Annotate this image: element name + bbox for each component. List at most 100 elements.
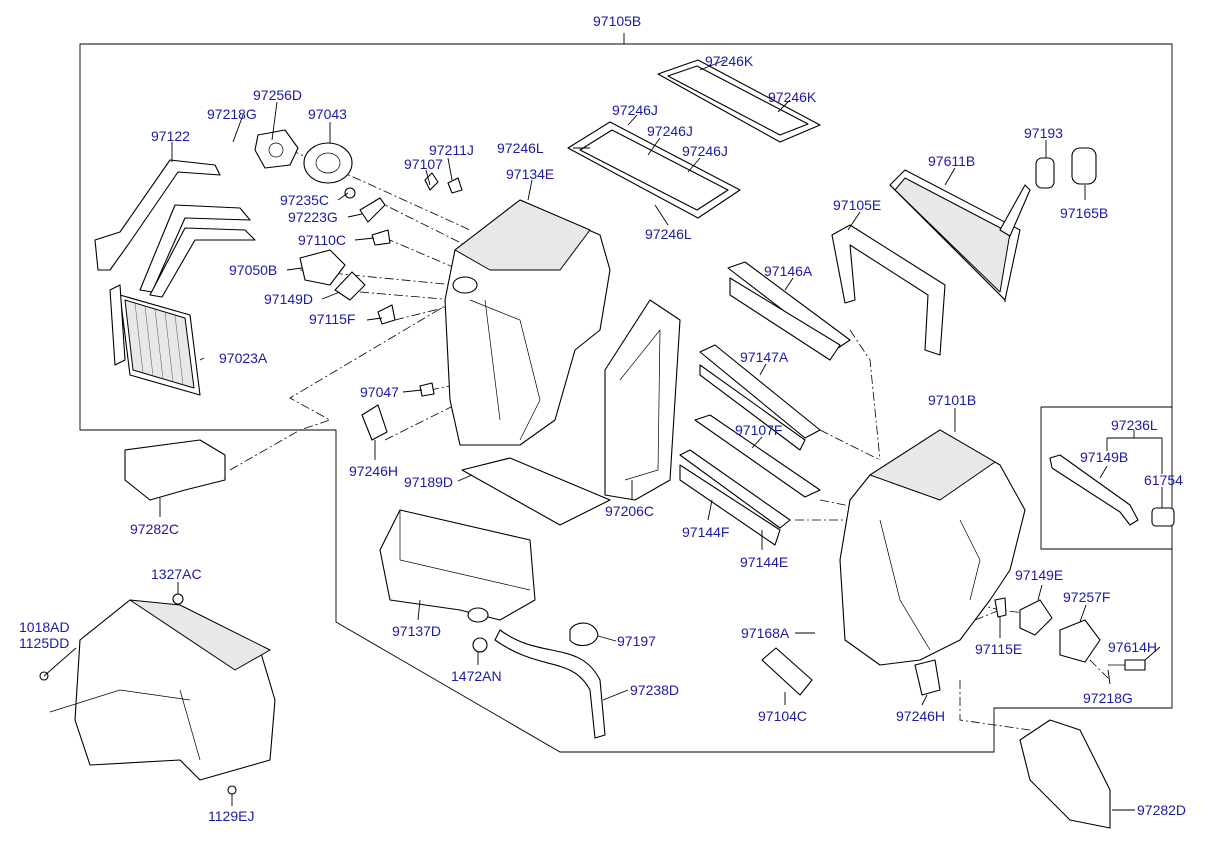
door-97147a-art [699,344,821,439]
label-97105B[interactable]: 97105B [593,13,641,29]
label-61754[interactable]: 61754 [1144,472,1183,488]
label-97115F[interactable]: 97115F [309,311,355,327]
seal-97246h-left-art [361,404,388,441]
label-97246J-2[interactable]: 97246J [647,123,693,139]
label-97149D[interactable]: 97149D [264,291,313,307]
label-97246K-top[interactable]: 97246K [705,53,754,69]
label-1327AC[interactable]: 1327AC [151,566,202,582]
label-97144F[interactable]: 97144F [682,524,729,540]
seal-97104c-art [761,647,813,696]
leader-lines [43,59,1163,811]
label-97115E[interactable]: 97115E [975,641,1022,657]
label-97246J-3[interactable]: 97246J [682,143,728,159]
label-97137D[interactable]: 97137D [392,623,441,639]
label-97246J-1[interactable]: 97246J [612,102,658,118]
label-97134E[interactable]: 97134E [506,166,554,182]
label-97211J[interactable]: 97211J [429,142,474,158]
label-97611B[interactable]: 97611B [928,153,975,169]
cap-97197-art [569,622,599,646]
tray-97189d-art [461,457,611,526]
label-97122[interactable]: 97122 [151,128,190,144]
label-97282C[interactable]: 97282C [130,521,179,537]
label-97614H[interactable]: 97614H [1108,639,1157,655]
clip-97211j-art [447,177,463,194]
label-97238D[interactable]: 97238D [630,682,679,698]
label-97107[interactable]: 97107 [404,156,443,172]
clip-97235c-art [344,187,356,199]
label-97246H-left[interactable]: 97246H [349,463,398,479]
label-1472AN[interactable]: 1472AN [451,668,502,684]
actuator-upper-art [254,129,299,169]
part-labels: 97105B 97246K 97246K 97256D 97218G 97043… [19,13,1186,824]
label-97236L[interactable]: 97236L [1111,417,1158,433]
duct-97282d-art [1019,719,1111,829]
label-97047[interactable]: 97047 [360,384,399,400]
lever-97149d-art [334,271,366,301]
label-97197[interactable]: 97197 [617,633,656,649]
actuator-97257f-art [1059,619,1101,663]
assembly-boundary [79,33,1173,753]
label-97193[interactable]: 97193 [1024,125,1063,141]
clip-97047-art [419,382,435,397]
vehicle-hvac-unit-art [39,593,276,795]
label-97257F[interactable]: 97257F [1063,589,1110,605]
left-case-art [444,199,611,446]
label-97149E[interactable]: 97149E [1015,567,1063,583]
label-97043[interactable]: 97043 [308,106,347,122]
grommet-97165b-art [1071,147,1097,185]
label-97246L-top[interactable]: 97246L [497,140,544,156]
label-1129EJ[interactable]: 1129EJ [208,808,254,824]
actuator-97050b-art [299,249,346,286]
label-97050B[interactable]: 97050B [229,262,277,278]
heater-core-art [109,284,201,396]
label-97189D[interactable]: 97189D [404,474,453,490]
grommet-97193-art [1035,157,1055,189]
label-97168A[interactable]: 97168A [741,625,790,641]
label-97246L-bottom[interactable]: 97246L [645,226,692,242]
label-97101B[interactable]: 97101B [928,392,976,408]
right-case-art [839,429,1026,666]
label-97235C[interactable]: 97235C [280,192,329,208]
seal-97246h-right-art [914,659,941,696]
label-97246H-right[interactable]: 97246H [896,708,945,724]
label-97104C[interactable]: 97104C [758,708,807,724]
label-97256D[interactable]: 97256D [253,87,302,103]
label-1125DD[interactable]: 1125DD [19,635,69,651]
label-97223G[interactable]: 97223G [288,209,338,225]
sensor-97614h-art [1124,659,1146,671]
label-97218G-top[interactable]: 97218G [207,106,257,122]
drain-pan-art [379,509,536,623]
label-97023A[interactable]: 97023A [219,350,268,366]
label-97282D[interactable]: 97282D [1137,802,1186,818]
label-97146A[interactable]: 97146A [764,263,813,279]
cap-1472an-art [472,637,488,653]
label-97206C[interactable]: 97206C [605,503,654,519]
duct-97282c-art [124,439,226,501]
parts-art [39,59,1175,829]
pipe-assembly-art [94,159,256,298]
label-97218G-right[interactable]: 97218G [1083,690,1133,706]
lever-97110c-art [371,229,391,246]
clip-97107-art [424,172,439,191]
clip-97115e-art [994,597,1007,618]
label-97105E[interactable]: 97105E [833,197,881,213]
motor-art [303,142,353,184]
evaporator-art [889,169,1031,302]
drain-hose-art [494,629,606,739]
center-plate-art [604,299,681,501]
label-97107F[interactable]: 97107F [735,422,782,438]
valve-61754-art [1151,507,1175,527]
door-97144f-art [679,449,791,529]
label-97149B[interactable]: 97149B [1080,449,1128,465]
label-1018AD[interactable]: 1018AD [19,619,70,635]
label-97144E[interactable]: 97144E [740,554,788,570]
label-97165B[interactable]: 97165B [1060,205,1108,221]
label-97246K-right[interactable]: 97246K [768,89,817,105]
label-97147A[interactable]: 97147A [740,349,789,365]
link-97223g-art [359,197,386,223]
hose-97149b-art [1049,454,1139,526]
seal-97105e-art [831,224,946,356]
actuator-97149e-art [1019,599,1053,636]
label-97110C[interactable]: 97110C [298,232,346,248]
